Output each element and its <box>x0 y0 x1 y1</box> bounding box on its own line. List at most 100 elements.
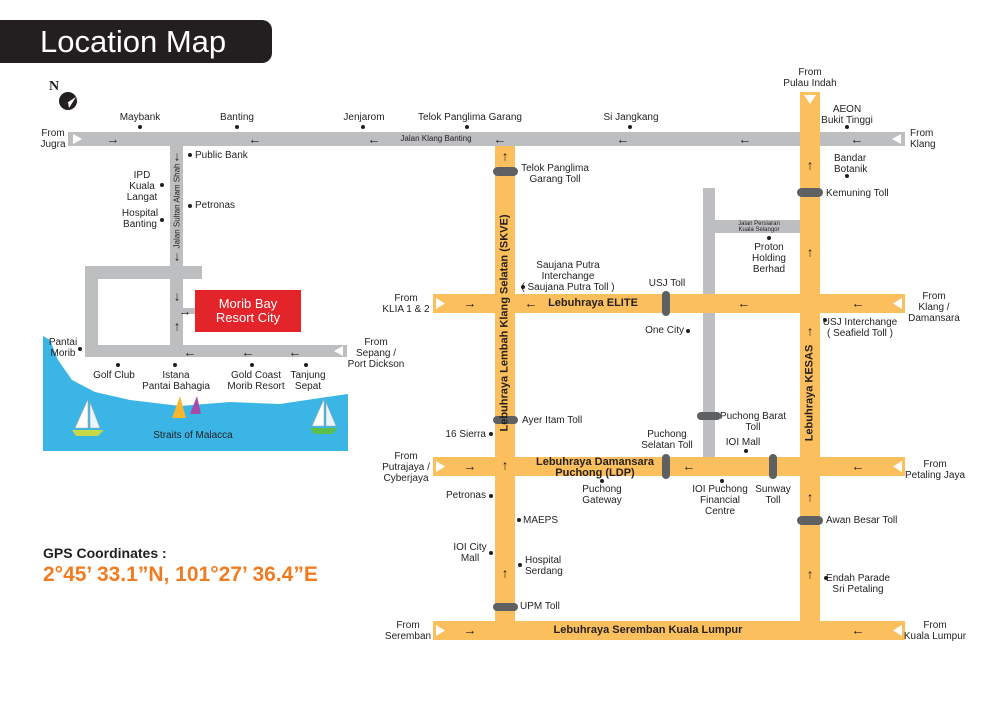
arrow-up-icon <box>502 150 509 163</box>
location-dot <box>489 551 493 555</box>
location-dot <box>823 318 827 322</box>
from-jugra: From Jugra <box>40 128 66 150</box>
highway-skve: Lebuhraya Lembah Klang Selatan (SKVE) <box>498 214 511 432</box>
place-usj-interchange: USJ Interchange ( Seafield Toll ) <box>822 317 898 339</box>
from-sepang: From Sepang / Port Dickson <box>347 337 405 370</box>
sea <box>43 336 348 451</box>
location-dot <box>188 153 192 157</box>
location-dot <box>521 285 525 289</box>
road-jalan-persiaran: Jalan Persiaran Kuala Selangor <box>738 221 780 233</box>
title-bar: Location Map <box>0 20 272 63</box>
location-dot <box>767 236 771 240</box>
location-dot <box>518 563 522 567</box>
location-dot <box>517 518 521 522</box>
place-petronas-skve: Petronas <box>445 490 486 501</box>
arrow-up-icon <box>807 568 814 581</box>
sailboat-icon <box>310 398 338 434</box>
gps-label: GPS Coordinates : <box>43 545 167 561</box>
location-dot <box>845 174 849 178</box>
highway-kesas: Lebuhraya KESAS <box>803 344 816 442</box>
place-hospital-serdang: Hospital Serdang <box>525 555 563 577</box>
arrow-up-icon <box>502 567 509 580</box>
arrow-left-icon <box>851 133 864 146</box>
place-gold-coast: Gold Coast Morib Resort <box>227 370 285 392</box>
toll-label-ayer-itam: Ayer Itam Toll <box>522 415 583 426</box>
place-public-bank: Public Bank <box>195 150 248 161</box>
from-klang: From Klang <box>910 128 936 150</box>
arrow-left-icon <box>494 133 507 146</box>
toll-puchong-barat <box>697 412 721 420</box>
local-roads <box>68 132 905 458</box>
road-entry-markers <box>73 134 901 356</box>
highways <box>433 92 905 640</box>
compass-north-label: N <box>49 79 60 94</box>
location-dot <box>361 125 365 129</box>
toll-label-puchong-selatan: Puchong Selatan Toll <box>641 429 693 451</box>
toll-label-upm: UPM Toll <box>520 601 560 612</box>
location-dot <box>686 329 690 333</box>
place-maybank: Maybank <box>119 112 161 123</box>
place-tanjung-sepat: Tanjung Sepat <box>290 370 326 392</box>
arrow-left-icon <box>525 297 538 310</box>
place-straits-of-malacca: Straits of Malacca <box>153 430 233 441</box>
toll-label-sunway: Sunway Toll <box>755 484 791 506</box>
place-puchong-gateway: Puchong Gateway <box>582 484 622 506</box>
road-jalan-sultan-alam-shah: Jalan Sultan Alam Shah <box>172 163 182 249</box>
arrow-left-icon <box>852 460 865 473</box>
toll-puchong-selatan <box>662 454 670 479</box>
toll-label-telok-panglima-garang: Telok Panglima Garang Toll <box>521 163 589 185</box>
arrow-left-icon <box>617 133 630 146</box>
arrow-left-icon <box>289 346 302 359</box>
arrow-left-icon <box>249 133 262 146</box>
arrow-left-icon <box>852 624 865 637</box>
arrow-left-icon <box>852 297 865 310</box>
page-title: Location Map <box>40 24 227 59</box>
toll-label-kemuning: Kemuning Toll <box>826 188 889 199</box>
place-telok-panglima-garang: Telok Panglima Garang <box>418 112 522 123</box>
arrow-up-icon <box>807 491 814 504</box>
arrow-left-icon <box>368 133 381 146</box>
arrow-down-icon <box>174 290 181 303</box>
location-dot <box>720 479 724 483</box>
location-dot <box>235 125 239 129</box>
place-bandar-botanik: Bandar Botanik <box>834 153 868 175</box>
arrow-right-icon <box>179 305 192 318</box>
place-ioi-mall: IOI Mall <box>725 437 761 448</box>
toll-kemuning <box>797 188 823 197</box>
place-saujana-putra: Saujana Putra Interchange ( Saujana Putr… <box>521 260 615 293</box>
highway-elite: Lebuhraya ELITE <box>548 297 638 309</box>
arrow-down-icon <box>174 150 181 163</box>
arrow-right-icon <box>464 460 477 473</box>
location-dot <box>304 363 308 367</box>
toll-label-usj: USJ Toll <box>648 278 686 289</box>
location-dot <box>160 183 164 187</box>
location-dot <box>489 494 493 498</box>
place-jenjarom: Jenjarom <box>343 112 385 123</box>
location-dot <box>824 576 828 580</box>
location-dot <box>138 125 142 129</box>
arrow-left-icon <box>242 346 255 359</box>
location-dot <box>845 125 849 129</box>
place-16-sierra: 16 Sierra <box>445 429 486 440</box>
arrow-left-icon <box>184 346 197 359</box>
location-dot <box>78 347 82 351</box>
place-istana: Istana Pantai Bahagia <box>142 370 210 392</box>
place-hospital-banting: Hospital Banting <box>121 208 159 230</box>
arrow-right-icon <box>464 624 477 637</box>
arrow-down-icon <box>174 250 181 263</box>
highway-entry-markers <box>436 95 902 636</box>
place-maeps: MAEPS <box>523 515 559 526</box>
from-pulau-indah: From Pulau Indah <box>783 67 837 89</box>
arrow-right-icon <box>464 297 477 310</box>
place-endah-parade: Endah Parade Sri Petaling <box>826 573 890 595</box>
place-ioi-city-mall: IOI City Mall <box>453 542 487 564</box>
toll-upm <box>493 603 518 611</box>
place-ipd: IPD Kuala Langat <box>126 170 158 203</box>
from-klang-damansara: From Klang / Damansara <box>908 291 960 324</box>
location-dot <box>465 125 469 129</box>
place-golf-club: Golf Club <box>93 370 135 381</box>
arrow-up-icon <box>174 320 181 333</box>
destination-morib-bay: Morib Bay Resort City <box>195 290 301 332</box>
gps-coordinates: 2°45’ 33.1”N, 101°27’ 36.4”E <box>43 563 318 586</box>
